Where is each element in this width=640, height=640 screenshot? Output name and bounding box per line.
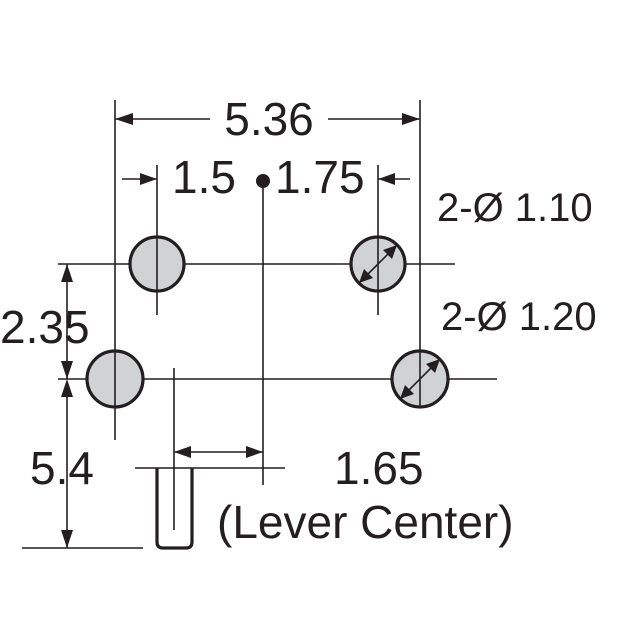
label-right-offset: 1.75 xyxy=(275,151,365,203)
diameter-arrow-lower-right-a xyxy=(400,385,414,399)
arrow-lever-length-bottom xyxy=(61,530,73,548)
label-lever-length: 5.4 xyxy=(30,442,94,494)
diameter-arrow-upper-right-a xyxy=(359,269,373,283)
label-overall-width: 5.36 xyxy=(224,93,314,145)
arrow-lever-length-top xyxy=(61,379,73,397)
arrow-row-spacing-bottom xyxy=(61,361,73,379)
center-dot xyxy=(256,174,270,188)
arrow-lever-offset-right xyxy=(246,446,263,458)
label-lever-offset: 1.65 xyxy=(334,442,424,494)
label-lever-caption: (Lever Center) xyxy=(217,496,514,548)
label-left-offset: 1.5 xyxy=(172,151,236,203)
diameter-arrow-lower-right-b xyxy=(426,359,440,373)
arrow-left-offset xyxy=(140,173,157,185)
diameter-arrow-upper-right-b xyxy=(383,245,397,259)
label-hole-upper-note: 2-Ø 1.10 xyxy=(437,186,593,230)
label-hole-lower-note: 2-Ø 1.20 xyxy=(441,295,597,339)
arrow-lever-offset-left xyxy=(174,446,191,458)
label-row-spacing: 2.35 xyxy=(0,301,90,353)
arrow-row-spacing-top xyxy=(61,264,73,282)
lever-outline xyxy=(155,468,194,550)
arrow-right-offset xyxy=(378,173,395,185)
arrow-overall-left xyxy=(115,113,133,125)
arrow-overall-right xyxy=(402,113,420,125)
